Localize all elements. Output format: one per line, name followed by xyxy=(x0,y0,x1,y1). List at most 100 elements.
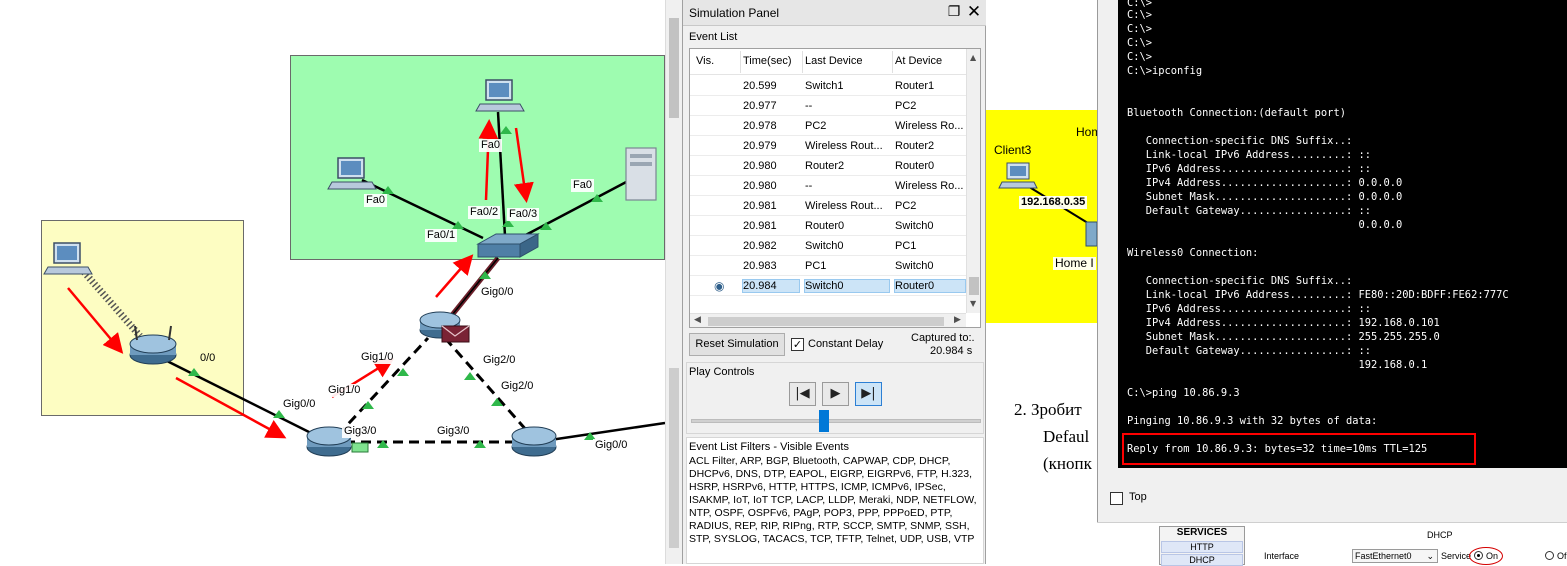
port-label: Gig0/0 xyxy=(593,439,630,452)
command-prompt-window: C:\> C:\> C:\> C:\> C:\> C:\>ipconfig Bl… xyxy=(1097,0,1567,522)
table-row[interactable]: 20.980 Router2 Router0 xyxy=(690,156,966,176)
router-port-marker xyxy=(351,442,369,453)
scroll-up-icon[interactable]: ▲ xyxy=(970,53,977,62)
table-row[interactable]: 20.982 Switch0 PC1 xyxy=(690,236,966,256)
server-icon xyxy=(625,147,657,201)
filters-label: Event List Filters - Visible Events xyxy=(689,441,849,453)
chevron-down-icon: ⌄ xyxy=(1426,551,1434,561)
scroll-right-icon[interactable]: ▶ xyxy=(954,315,961,325)
port-label: Gig1/0 xyxy=(359,351,396,364)
eye-icon[interactable]: ◉ xyxy=(714,279,725,293)
home-label: Hom xyxy=(1076,125,1097,139)
column-header[interactable]: Last Device xyxy=(805,55,863,67)
port-label: Gig0/0 xyxy=(281,398,318,411)
interface-label: Interface xyxy=(1264,551,1300,561)
scroll-down-icon[interactable]: ▼ xyxy=(970,299,977,308)
envelope-icon xyxy=(441,325,470,343)
captured-label: Captured to:. xyxy=(911,332,975,344)
column-header[interactable]: At Device xyxy=(895,55,943,67)
event-list-vscroll[interactable]: ▲ ▼ xyxy=(966,49,980,313)
captured-value: 20.984 s xyxy=(930,345,973,357)
port-label: Fa0 xyxy=(479,139,502,152)
scrollbar-thumb[interactable] xyxy=(669,18,679,118)
event-filters-group xyxy=(686,437,984,564)
router-icon-left xyxy=(306,426,352,457)
pc-icon-top xyxy=(475,79,525,112)
terminal-output[interactable]: C:\> C:\> C:\> C:\> C:\> C:\>ipconfig Bl… xyxy=(1118,0,1567,468)
ip-label: 192.168.0.35 xyxy=(1019,196,1088,209)
topology-fragment-svg xyxy=(998,162,1097,247)
pc-icon-left xyxy=(327,157,377,190)
scrollbar-thumb[interactable] xyxy=(969,277,979,295)
port-label: Gig2/0 xyxy=(481,354,518,367)
play-controls-group xyxy=(686,362,984,434)
play-button[interactable]: ▶ xyxy=(822,382,849,406)
highlight-circle xyxy=(1469,547,1503,565)
restore-icon[interactable]: ❐ xyxy=(947,4,961,20)
table-row[interactable]: 20.981 Router0 Switch0 xyxy=(690,216,966,236)
column-header[interactable]: Vis. xyxy=(696,55,715,67)
dhcp-header: DHCP xyxy=(1427,530,1453,540)
port-label: 0/0 xyxy=(200,352,216,364)
speed-slider-thumb[interactable] xyxy=(819,410,829,432)
port-label: Fa0/2 xyxy=(468,206,501,219)
workspace-scrollbar[interactable] xyxy=(665,0,682,564)
table-row[interactable]: 20.981 Wireless Rout... PC2 xyxy=(690,196,966,216)
service-label: Service xyxy=(1441,551,1472,561)
table-row[interactable]: 20.978 PC2 Wireless Ro... xyxy=(690,116,966,136)
port-label: Fa0/3 xyxy=(507,208,540,221)
table-row-selected[interactable]: ◉ 20.984 Switch0 Router0 xyxy=(690,276,966,296)
port-label: Fa0 xyxy=(364,194,387,207)
services-panel: SERVICES HTTP DHCP DHCP Interface FastEt… xyxy=(1097,522,1567,566)
scrollbar-thumb[interactable] xyxy=(708,317,944,326)
document-text: Defaul xyxy=(1043,427,1090,446)
service-item-http[interactable]: HTTP xyxy=(1161,541,1243,553)
ping-reply-line: Reply from 10.86.9.3: bytes=32 time=10ms… xyxy=(1127,443,1428,455)
top-checkbox[interactable] xyxy=(1110,492,1123,505)
service-item-dhcp[interactable]: DHCP xyxy=(1161,554,1243,566)
top-label: Top xyxy=(1129,491,1147,503)
port-label: Fa0 xyxy=(571,179,594,192)
simulation-panel: Simulation Panel ❐ ✕ Event List Vis. Tim… xyxy=(682,0,986,564)
port-label: Fa0/1 xyxy=(425,229,458,242)
laptop-icon xyxy=(43,242,93,275)
client-label: Client3 xyxy=(994,143,1032,157)
skip-forward-icon: ▶| xyxy=(861,386,876,401)
skip-back-icon: |◀ xyxy=(795,386,810,401)
home-router-label: Home I xyxy=(1053,256,1096,270)
table-row[interactable]: 20.979 Wireless Rout... Router2 xyxy=(690,136,966,156)
port-label: Gig2/0 xyxy=(499,380,536,393)
topology-canvas[interactable]: Fa0 Fa0 Fa0 Fa0/1 Fa0/2 Fa0/3 Gig0/0 Gig… xyxy=(0,0,665,564)
event-list-table[interactable]: Vis. Time(sec) Last Device At Device 20.… xyxy=(689,48,981,328)
speed-slider-track[interactable] xyxy=(691,419,981,423)
services-title: SERVICES xyxy=(1176,527,1228,538)
table-row[interactable]: 20.980 -- Wireless Ro... xyxy=(690,176,966,196)
document-text: (кнопк xyxy=(1043,454,1092,473)
reset-simulation-button[interactable]: Reset Simulation xyxy=(689,333,785,356)
topology-svg xyxy=(43,79,665,457)
constant-delay-checkbox[interactable]: ✓ xyxy=(791,338,804,351)
column-header[interactable]: Time(sec) xyxy=(743,55,792,67)
document-text: 2. Зробит xyxy=(1014,400,1082,419)
interface-select[interactable]: FastEthernet0 ⌄ xyxy=(1352,549,1438,563)
event-list-hscroll[interactable]: ◀ ▶ xyxy=(690,313,966,327)
scroll-left-icon[interactable]: ◀ xyxy=(694,315,701,325)
switch-icon xyxy=(476,233,540,258)
highlight-box xyxy=(1122,433,1476,465)
play-icon: ▶ xyxy=(830,386,841,401)
panel-title-bar: Simulation Panel ❐ ✕ xyxy=(683,0,986,26)
back-button[interactable]: |◀ xyxy=(789,382,816,406)
router-icon-right xyxy=(511,426,557,457)
event-list-header: Vis. Time(sec) Last Device At Device xyxy=(690,49,966,75)
port-label: Gig3/0 xyxy=(435,425,472,438)
background-area: Client3 192.168.0.35 Hom Home I 2. Зроби… xyxy=(986,0,1097,564)
service-off-label: Of xyxy=(1557,551,1567,561)
table-row[interactable]: 20.983 PC1 Switch0 xyxy=(690,256,966,276)
scrollbar-thumb[interactable] xyxy=(669,368,679,548)
table-row[interactable]: 20.977 -- PC2 xyxy=(690,96,966,116)
forward-button[interactable]: ▶| xyxy=(855,382,882,406)
panel-title: Simulation Panel xyxy=(689,6,780,20)
close-icon[interactable]: ✕ xyxy=(966,2,982,22)
table-row[interactable]: 20.599 Switch1 Router1 xyxy=(690,76,966,96)
service-off-radio[interactable] xyxy=(1545,551,1554,560)
